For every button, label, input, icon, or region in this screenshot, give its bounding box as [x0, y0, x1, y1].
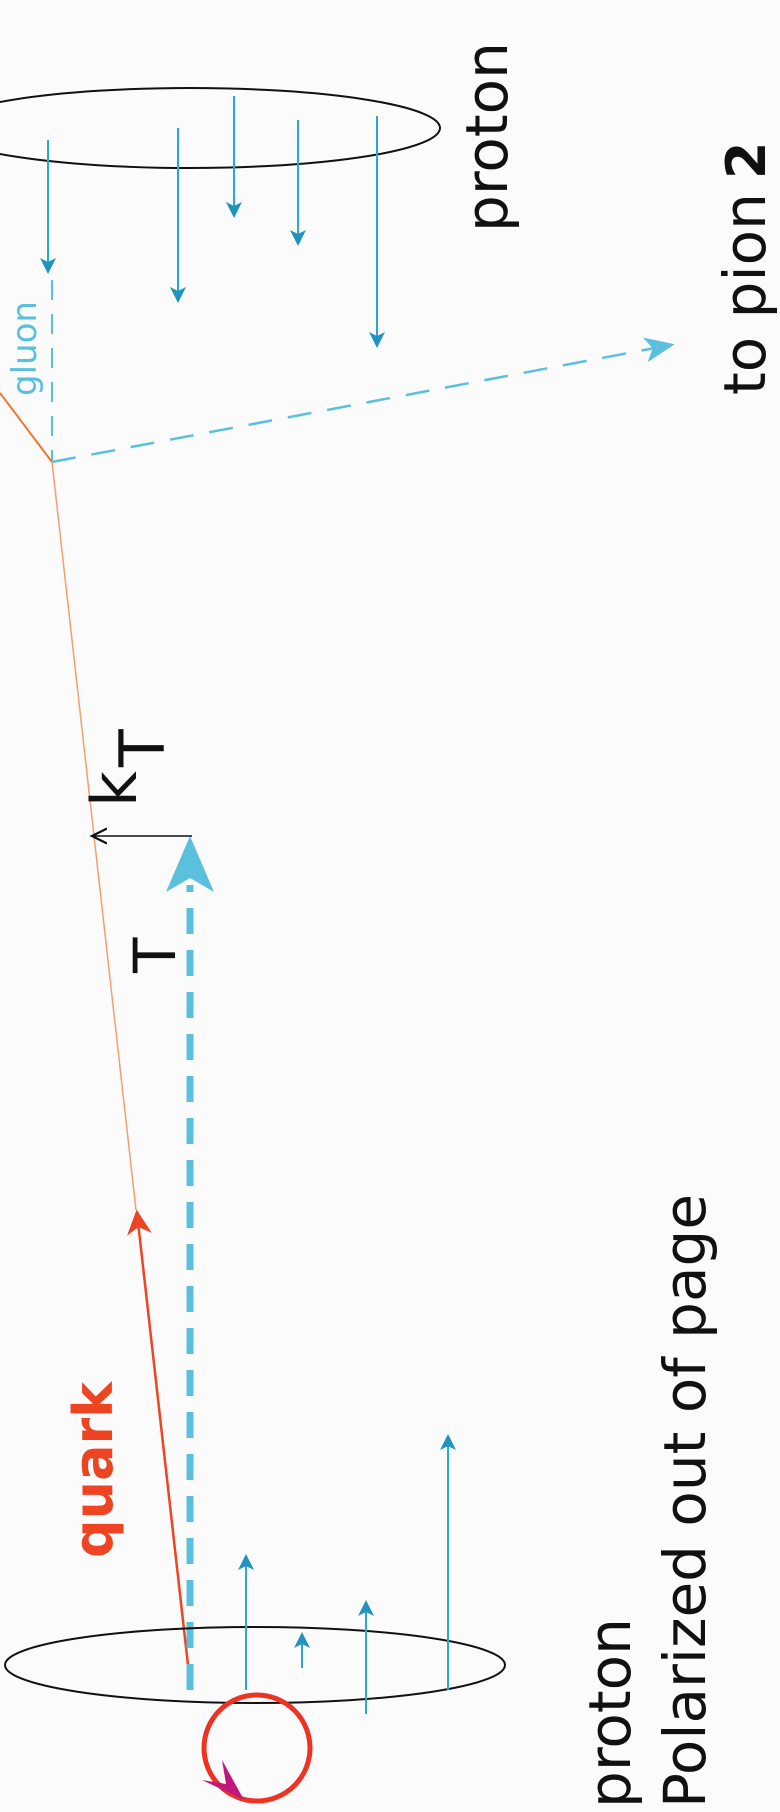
- spin-circle: [201, 1692, 313, 1804]
- t-label: T: [121, 937, 189, 974]
- to-pion-label: to pion2: [711, 142, 779, 395]
- proton-top-label: proton: [453, 42, 521, 232]
- to-pion-dashed-line: [51, 337, 675, 464]
- proton-top-field-arrows: [40, 96, 385, 348]
- quark-arrow: [126, 1209, 190, 1666]
- proton-top-ellipse: [0, 87, 441, 169]
- proton-bottom-ellipse: [4, 1626, 506, 1704]
- quark-label: quark: [62, 1381, 125, 1558]
- proton-bottom-field-arrows: [238, 1434, 456, 1714]
- orange-stub-upper: [0, 392, 53, 463]
- kt-label: kT: [78, 728, 179, 807]
- beam-arrowhead: [166, 836, 214, 892]
- spin-arrowhead: [202, 1760, 244, 1800]
- proton-bottom-label: proton: [576, 1618, 644, 1808]
- polarized-label: Polarized out of page: [651, 1194, 719, 1808]
- gluon-partial-label: gluon: [5, 301, 45, 396]
